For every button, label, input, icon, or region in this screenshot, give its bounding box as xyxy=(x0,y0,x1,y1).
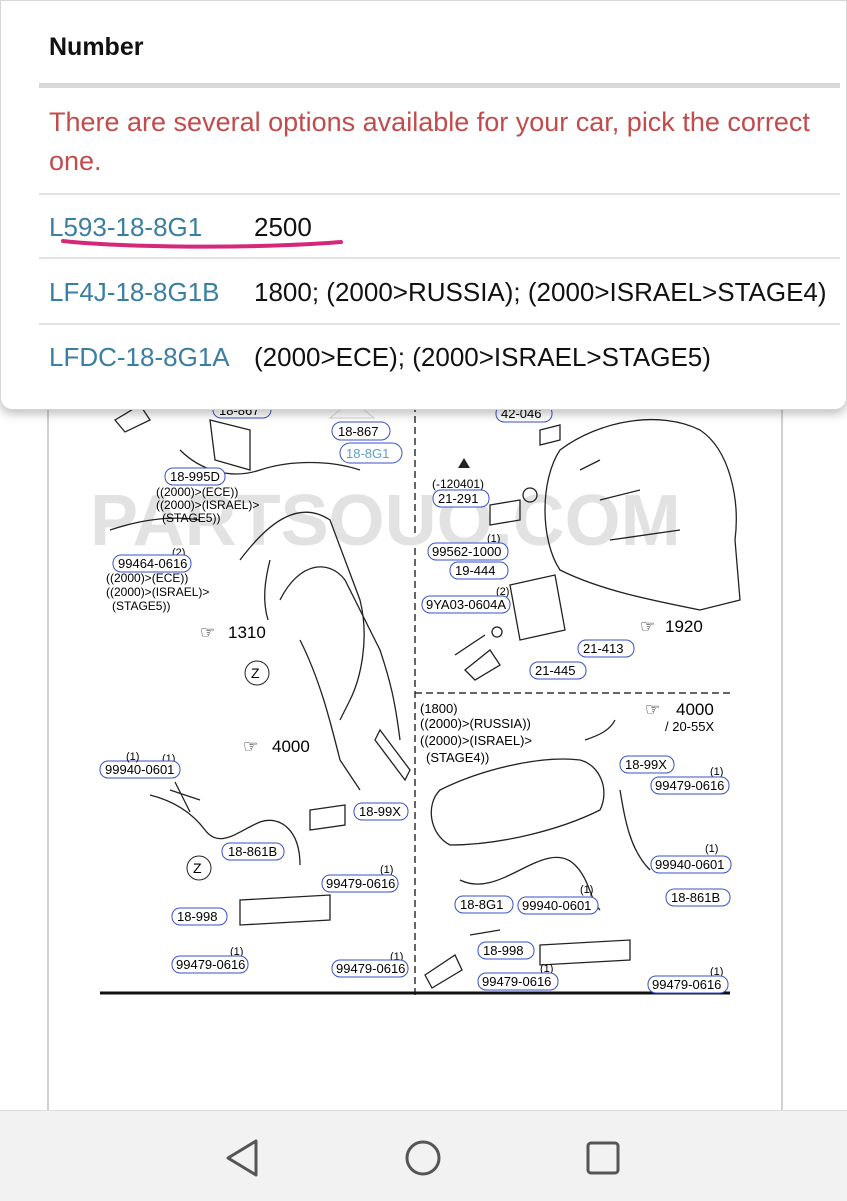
label-18-861B: 18-861B xyxy=(228,844,277,859)
back-icon[interactable] xyxy=(218,1133,268,1183)
note-text: (-120401) xyxy=(432,477,484,491)
pointer-icon: ☞ xyxy=(200,623,215,642)
home-icon[interactable] xyxy=(398,1133,448,1183)
recents-icon[interactable] xyxy=(578,1133,628,1183)
label-99464-0616: 99464-0616 xyxy=(118,556,187,571)
part-options-popup: Number There are several options availab… xyxy=(0,0,847,410)
note-text: ((2000)>(ISRAEL)> xyxy=(156,498,259,512)
label-99479-0616: 99479-0616 xyxy=(176,957,245,972)
options-warning: There are several options available for … xyxy=(49,107,810,176)
label-1920: 1920 xyxy=(665,617,703,636)
label-99940-0601: 99940-0601 xyxy=(105,762,174,777)
label-21-445: 21-445 xyxy=(535,663,575,678)
label-18-995D: 18-995D xyxy=(170,469,220,484)
label-99479-0616: 99479-0616 xyxy=(326,876,395,891)
zone-z-label: Z xyxy=(251,665,260,681)
part-description: 2500 xyxy=(254,212,312,242)
part-description: (2000>ECE); (2000>ISRAEL>STAGE5) xyxy=(254,342,711,372)
label-18-867: 18-867 xyxy=(338,424,378,439)
note-text: ((2000)>(ISRAEL)> xyxy=(420,733,532,748)
qty-label: (2) xyxy=(496,586,509,598)
label-21-291: 21-291 xyxy=(438,491,478,506)
label-99562-1000: 99562-1000 xyxy=(432,544,501,559)
label-18-861B: 18-861B xyxy=(671,890,720,905)
popup-title: Number xyxy=(49,33,144,61)
label-18-99X: 18-99X xyxy=(625,757,667,772)
qty-label: (1) xyxy=(710,966,723,978)
label-99479-0616: 99479-0616 xyxy=(655,778,724,793)
pointer-icon: ☞ xyxy=(645,700,660,719)
label-99479-0616: 99479-0616 xyxy=(652,977,721,992)
label-1310: 1310 xyxy=(228,623,266,642)
label-18-8G1: 18-8G1 xyxy=(460,897,503,912)
note-text: ((2000)>(RUSSIA)) xyxy=(420,716,531,731)
divider xyxy=(39,193,840,195)
part-number-link[interactable]: L593-18-8G1 xyxy=(49,212,203,242)
qty-label: (1) xyxy=(710,766,723,778)
qty-label: (1) xyxy=(126,751,139,763)
qty-label: (1) xyxy=(580,884,593,896)
part-description: 1800; (2000>RUSSIA); (2000>ISRAEL>STAGE4… xyxy=(254,277,827,307)
qty-label: (1) xyxy=(540,963,553,975)
part-number-link[interactable]: LF4J-18-8G1B xyxy=(49,277,220,307)
label-99940-0601: 99940-0601 xyxy=(655,857,724,872)
note-text: (STAGE5)) xyxy=(112,599,170,613)
divider xyxy=(39,83,840,88)
watermark-text: PARTSOUQ.COM xyxy=(90,481,681,561)
label-19-444: 19-444 xyxy=(455,563,495,578)
label-9YA03-0604A: 9YA03-0604A xyxy=(426,597,506,612)
label-99940-0601: 99940-0601 xyxy=(522,898,591,913)
parts-diagram: PARTSOUQ.COM xyxy=(47,399,783,1110)
note-text: (STAGE4)) xyxy=(426,750,489,765)
qty-label: (1) xyxy=(705,843,718,855)
qty-label: (1) xyxy=(230,946,243,958)
label-18-99X: 18-99X xyxy=(359,804,401,819)
divider xyxy=(39,323,840,325)
label-99479-0616: 99479-0616 xyxy=(482,974,551,989)
pointer-icon: ☞ xyxy=(640,617,655,636)
system-nav-bar xyxy=(0,1110,847,1201)
label-18-998: 18-998 xyxy=(177,909,217,924)
label-18-998: 18-998 xyxy=(483,943,523,958)
note-text: (1800) xyxy=(420,701,458,716)
note-text: ((2000)>(ECE)) xyxy=(106,571,188,585)
label-21-413: 21-413 xyxy=(583,641,623,656)
note-text: (STAGE5)) xyxy=(162,511,220,525)
note-text: ((2000)>(ECE)) xyxy=(156,485,238,499)
pointer-icon: ☞ xyxy=(243,737,258,756)
zone-z-label: Z xyxy=(193,860,202,876)
handwritten-underline xyxy=(61,239,343,249)
label-20-55X: / 20-55X xyxy=(665,719,714,734)
part-number-link[interactable]: LFDC-18-8G1A xyxy=(49,342,230,372)
qty-label: (1) xyxy=(487,533,500,545)
label-99479-0616: 99479-0616 xyxy=(336,961,405,976)
label-4000: 4000 xyxy=(272,737,310,756)
label-18-8G1-highlight[interactable]: 18-8G1 xyxy=(346,446,389,461)
divider xyxy=(39,257,840,259)
note-text: ((2000)>(ISRAEL)> xyxy=(106,585,209,599)
qty-label: (1) xyxy=(380,864,393,876)
label-4000: 4000 xyxy=(676,700,714,719)
